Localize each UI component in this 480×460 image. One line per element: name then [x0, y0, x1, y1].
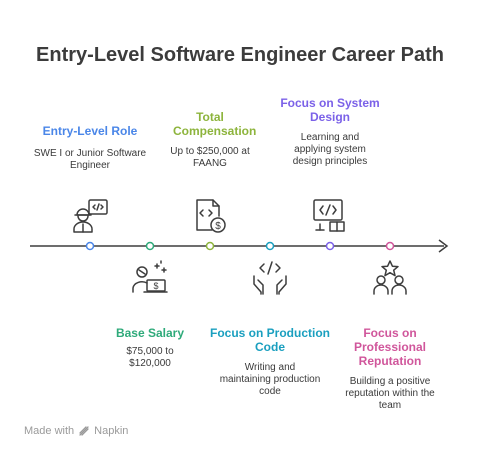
- timeline-dot-compensation: [205, 241, 215, 251]
- milestone-system-design: Focus on System Design Learning and appl…: [255, 96, 405, 168]
- svg-text:$: $: [215, 221, 221, 232]
- milestone-entry-level-role: Entry-Level Role SWE I or Junior Softwar…: [15, 124, 165, 172]
- milestone-description: Building a positive reputation within th…: [345, 376, 435, 411]
- milestone-production-code: Focus on Production Code Writing and mai…: [195, 326, 345, 398]
- milestone-description: Learning and applying system design prin…: [292, 132, 368, 167]
- timeline-dot-design: [325, 241, 335, 251]
- hands-holding-code-icon: [250, 258, 290, 298]
- monitor-code-book-icon: [310, 196, 350, 236]
- code-document-dollar-icon: $: [190, 196, 230, 236]
- timeline-dot-role: [85, 241, 95, 251]
- milestone-total-compensation: Total Compensation Up to $250,000 at FAA…: [135, 110, 285, 170]
- napkin-logo-icon: [79, 426, 89, 436]
- milestone-description: SWE I or Junior Software Engineer: [33, 148, 147, 171]
- timeline-dot-production: [265, 241, 275, 251]
- page-title: Entry-Level Software Engineer Career Pat…: [36, 44, 444, 66]
- milestone-heading: Focus on Professional Reputation: [353, 326, 427, 368]
- footer-prefix: Made with: [24, 425, 75, 437]
- timeline-dot-reputation: [385, 241, 395, 251]
- timeline-arrowhead: [438, 239, 449, 253]
- milestone-base-salary: Base Salary $75,000 to $120,000: [75, 326, 225, 370]
- milestone-description: Writing and maintaining production code: [219, 362, 321, 397]
- people-with-star-icon: [370, 258, 410, 298]
- svg-text:$: $: [153, 281, 158, 291]
- milestone-heading: Total Compensation: [173, 110, 257, 138]
- milestone-professional-reputation: Focus on Professional Reputation Buildin…: [315, 326, 465, 412]
- made-with-footer: Made with Napkin: [24, 425, 128, 437]
- milestone-heading: Focus on Production Code: [210, 326, 330, 354]
- milestone-heading: Base Salary: [115, 326, 185, 340]
- milestone-description: Up to $250,000 at FAANG: [170, 146, 250, 169]
- milestone-description: $75,000 to $120,000: [126, 346, 174, 369]
- footer-brand: Napkin: [94, 425, 129, 437]
- timeline-dot-salary: [145, 241, 155, 251]
- milestone-heading: Entry-Level Role: [42, 124, 138, 138]
- worker-with-dollar-laptop-icon: $: [130, 258, 170, 298]
- milestone-heading: Focus on System Design: [280, 96, 380, 124]
- engineer-with-code-icon: [70, 196, 110, 236]
